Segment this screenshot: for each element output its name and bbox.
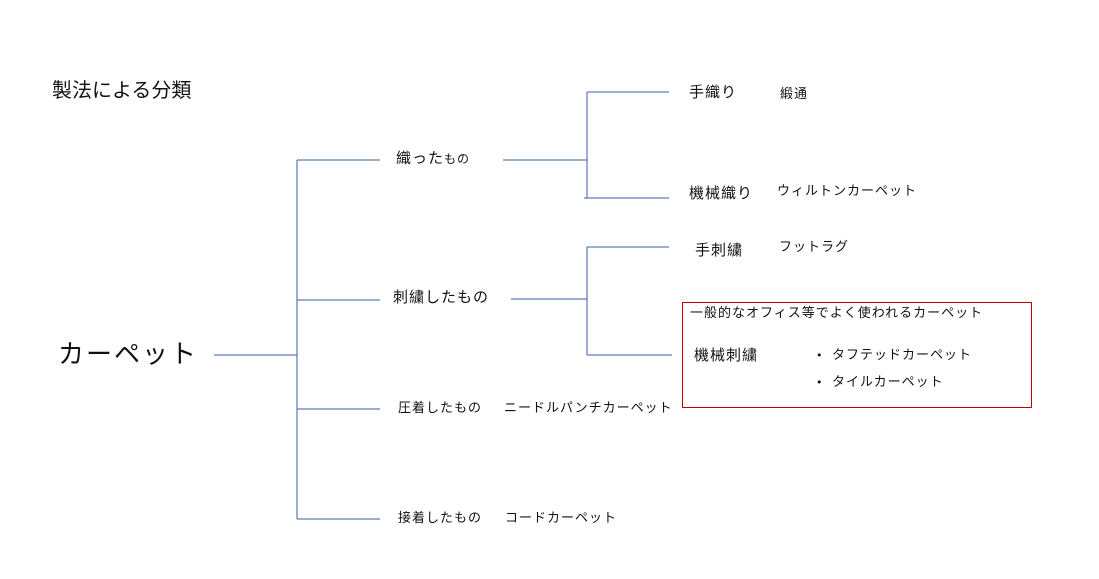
node-hand-woven: 手織り	[689, 83, 738, 101]
highlight-box-common-office	[682, 302, 1032, 408]
example-cord-carpet: コードカーペット	[505, 511, 618, 526]
example-tufted-carpet: タフテッドカーペット	[816, 348, 972, 375]
example-foot-rug: フットラグ	[779, 240, 850, 255]
node-hand-embroidered: 手刺繍	[695, 241, 744, 259]
category-embroidered: 刺繍したもの	[393, 288, 490, 306]
example-wilton-carpet: ウィルトンカーペット	[777, 184, 918, 199]
example-needle-punch-carpet: ニードルパンチカーペット	[504, 401, 673, 416]
machine-embroidered-examples: タフテッドカーペット タイルカーペット	[816, 348, 972, 402]
example-dantsu: 緞通	[780, 87, 809, 102]
category-pressed: 圧着したもの	[398, 401, 483, 416]
category-woven-label: 織った	[396, 149, 445, 167]
root-node-carpet: カーペット	[58, 340, 199, 370]
category-woven-suffix: もの	[444, 152, 471, 166]
node-machine-woven: 機械織り	[689, 184, 754, 202]
highlight-note: 一般的なオフィス等でよく使われるカーペット	[690, 306, 984, 321]
category-woven: 織ったもの	[396, 151, 470, 166]
page-title: 製法による分類	[52, 78, 192, 102]
example-tile-carpet: タイルカーペット	[816, 375, 972, 402]
node-machine-embroidered: 機械刺繍	[694, 346, 759, 364]
category-bonded: 接着したもの	[398, 511, 483, 526]
